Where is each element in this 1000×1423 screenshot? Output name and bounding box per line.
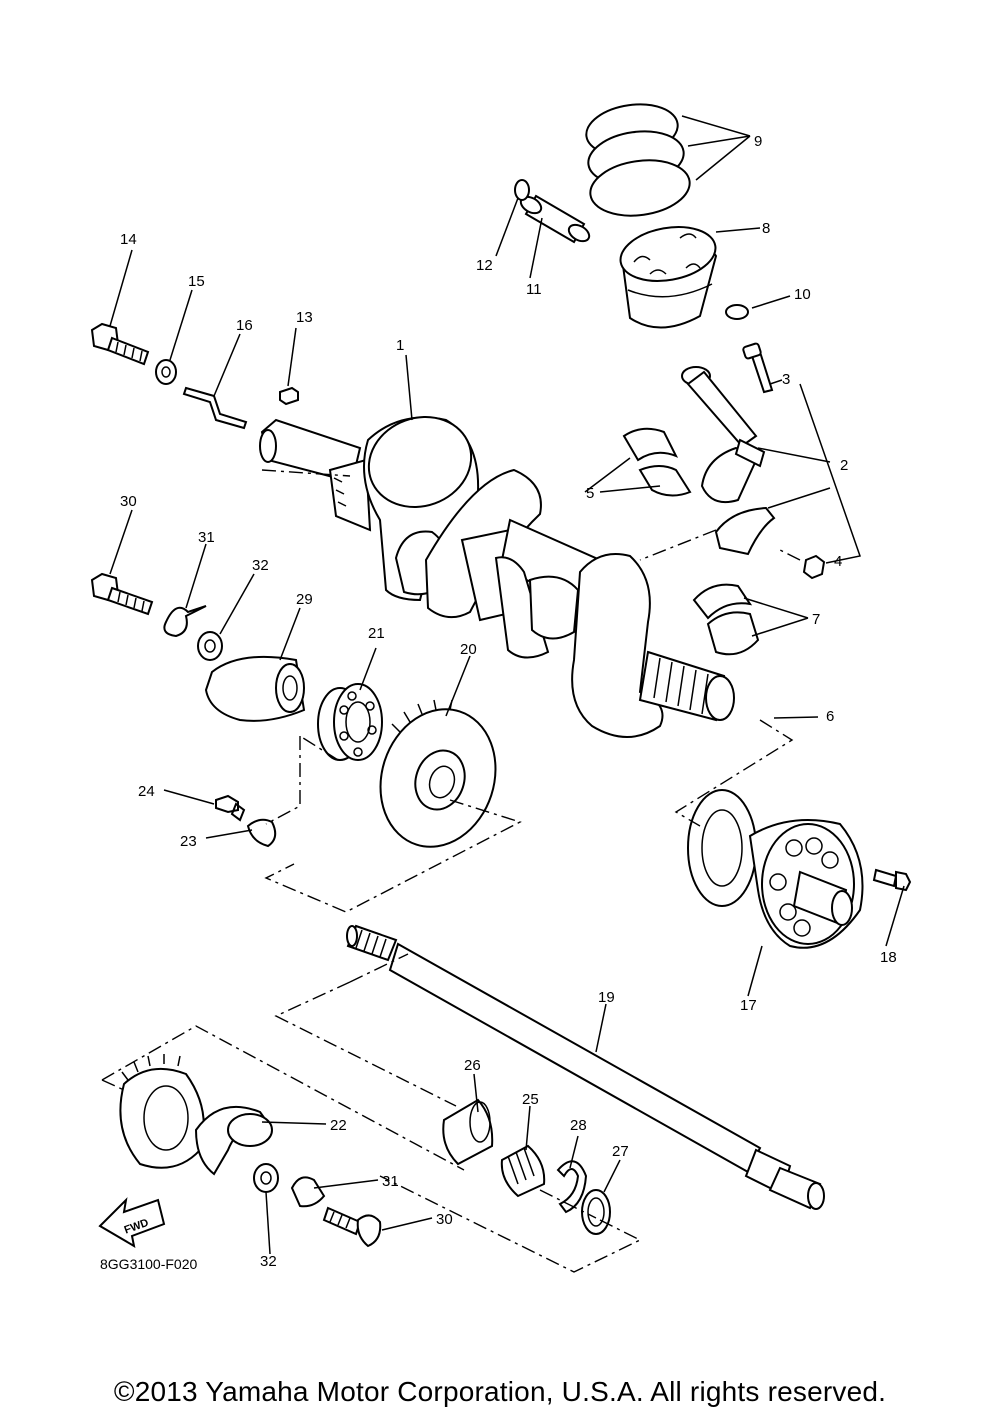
callout-18: 18 xyxy=(880,949,897,966)
callout-30-upper: 30 xyxy=(120,493,137,510)
callout-10: 10 xyxy=(794,286,811,303)
main-bearings xyxy=(692,583,760,656)
callout-30-lower: 30 xyxy=(436,1211,453,1228)
callout-4: 4 xyxy=(834,553,842,570)
piston-pin xyxy=(519,194,591,244)
callout-8: 8 xyxy=(762,220,770,237)
oil-seal xyxy=(581,1189,611,1235)
diagram-code: 8GG3100-F020 xyxy=(100,1256,198,1272)
bearing-housing xyxy=(687,789,864,949)
output-shaft xyxy=(346,924,825,1210)
callout-11: 11 xyxy=(526,281,542,298)
washer-upper xyxy=(197,631,223,661)
callout-19: 19 xyxy=(598,989,615,1006)
washer-lower xyxy=(253,1163,279,1193)
washer xyxy=(155,359,177,385)
callout-12: 12 xyxy=(476,257,493,274)
housing-bolt xyxy=(872,868,912,892)
lock-washer-upper xyxy=(163,605,207,638)
plate xyxy=(182,386,248,430)
drive-gear xyxy=(379,699,497,848)
piston-pin-clip-left xyxy=(514,179,530,201)
bolt-upper xyxy=(90,572,154,616)
callout-15: 15 xyxy=(188,273,205,290)
callout-23: 23 xyxy=(180,833,197,850)
crankshaft xyxy=(259,415,735,738)
callout-1: 1 xyxy=(396,337,404,354)
callout-16: 16 xyxy=(236,317,253,334)
bearing xyxy=(317,683,383,761)
callout-24: 24 xyxy=(138,783,155,800)
big-end-bearings xyxy=(622,427,692,497)
balancer-weight xyxy=(204,655,306,722)
piston-rings xyxy=(585,103,691,217)
callout-28: 28 xyxy=(570,1117,587,1134)
woodruff-key xyxy=(279,386,299,406)
callout-25: 25 xyxy=(522,1091,539,1108)
callout-3: 3 xyxy=(782,371,790,388)
piston xyxy=(619,226,718,329)
callout-5: 5 xyxy=(586,485,594,502)
collar xyxy=(442,1098,494,1166)
circlip xyxy=(556,1160,588,1214)
callouts: 1 2 3 4 5 6 7 8 9 10 11 12 13 14 15 16 1… xyxy=(120,133,897,1270)
lock-plate xyxy=(246,818,277,848)
callout-21: 21 xyxy=(368,625,385,642)
leader-lines xyxy=(109,115,905,1255)
flange-bolt xyxy=(90,322,150,366)
small-bolt xyxy=(215,794,246,822)
callout-31-upper: 31 xyxy=(198,529,215,546)
callout-29: 29 xyxy=(296,591,313,608)
connecting-rod xyxy=(681,342,826,580)
callout-7: 7 xyxy=(812,611,820,628)
lock-washer-lower xyxy=(290,1176,326,1208)
alignment-lines xyxy=(101,469,801,1273)
callout-32-lower: 32 xyxy=(260,1253,277,1270)
callout-9: 9 xyxy=(754,133,762,150)
callout-22: 22 xyxy=(330,1117,347,1134)
callout-20: 20 xyxy=(460,641,477,658)
fwd-arrow-icon: FWD xyxy=(98,1197,166,1248)
callout-27: 27 xyxy=(612,1143,629,1160)
copyright-notice: ©2013 Yamaha Motor Corporation, U.S.A. A… xyxy=(113,1376,887,1407)
callout-13: 13 xyxy=(296,309,313,326)
callout-26: 26 xyxy=(464,1057,481,1074)
piston-pin-clip-right xyxy=(725,304,749,320)
callout-14: 14 xyxy=(120,231,137,248)
callout-32-upper: 32 xyxy=(252,557,269,574)
callout-6: 6 xyxy=(826,708,834,725)
callout-31-lower: 31 xyxy=(382,1173,399,1190)
driven-gear xyxy=(119,1054,205,1169)
callout-17: 17 xyxy=(740,997,757,1014)
bolt-lower xyxy=(322,1206,382,1248)
needle-bearing xyxy=(500,1144,546,1198)
bearing-cap xyxy=(194,1105,273,1176)
callout-2: 2 xyxy=(840,457,848,474)
